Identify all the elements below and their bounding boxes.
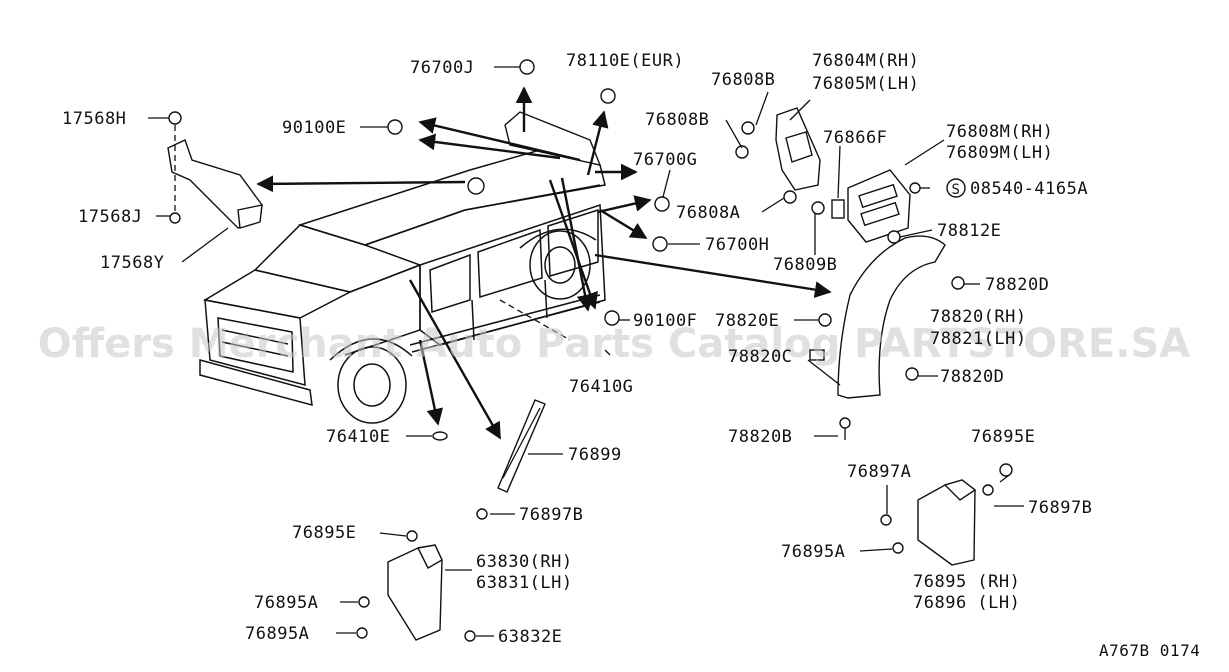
label-78821-LH: 78821(LH)	[930, 329, 1027, 349]
label-76897A: 76897A	[847, 462, 911, 482]
label-76809M: 76809M(LH)	[946, 143, 1053, 163]
label-63832E: 63832E	[498, 627, 562, 647]
part-labels: 76700J 78110E(EUR) 76804M(RH) 76805M(LH)…	[62, 51, 1200, 660]
label-76895A-a: 76895A	[254, 593, 318, 613]
label-76808A: 76808A	[676, 203, 740, 223]
label-63830-RH: 63830(RH)	[476, 552, 573, 572]
label-76410G: 76410G	[569, 377, 633, 397]
leader-lines	[148, 66, 1024, 637]
label-76700H: 76700H	[705, 235, 769, 255]
s-symbol-circle	[946, 178, 966, 198]
label-78820C: 78820C	[728, 347, 792, 367]
label-76895A-c: 76895A	[781, 542, 845, 562]
label-78820B: 78820B	[728, 427, 792, 447]
label-76808B-b: 76808B	[645, 110, 709, 130]
label-76895-RH: 76895 (RH)	[913, 572, 1020, 592]
label-76700G: 76700G	[633, 150, 697, 170]
label-76895A-b: 76895A	[245, 624, 309, 644]
diagram-code: A767B 0174	[1099, 641, 1200, 660]
label-76897B-b: 76897B	[1028, 498, 1092, 518]
strip-76899	[497, 399, 546, 493]
label-90100F: 90100F	[633, 311, 697, 331]
fender-flare-78820	[837, 235, 946, 399]
label-76808B-a: 76808B	[711, 70, 775, 90]
label-76805M: 76805M(LH)	[812, 74, 919, 94]
label-76897B-a: 76897B	[519, 505, 583, 525]
leader-arrows	[256, 86, 832, 440]
label-76809B: 76809B	[773, 255, 837, 275]
label-78820-RH: 78820(RH)	[930, 307, 1027, 327]
label-76700J: 76700J	[410, 58, 474, 78]
label-17568J: 17568J	[78, 207, 142, 227]
label-90100E: 90100E	[282, 118, 346, 138]
vehicle-body	[199, 111, 606, 424]
label-08540-4165A: 08540-4165A	[970, 179, 1088, 199]
grille-76808M	[847, 169, 911, 243]
label-76899: 76899	[568, 445, 622, 465]
label-63831-LH: 63831(LH)	[476, 573, 573, 593]
parts	[167, 59, 1013, 642]
label-76896-LH: 76896 (LH)	[913, 593, 1020, 613]
label-76895E-a: 76895E	[292, 523, 356, 543]
label-78820D-a: 78820D	[985, 275, 1049, 295]
label-76866F: 76866F	[823, 128, 887, 148]
label-76808M: 76808M(RH)	[946, 122, 1053, 142]
label-78820E: 78820E	[715, 311, 779, 331]
label-17568Y: 17568Y	[100, 253, 164, 273]
label-76804M: 76804M(RH)	[812, 51, 919, 71]
label-78110E: 78110E(EUR)	[566, 51, 684, 71]
watermark: Offers Merchant Auto Parts Catalog PARTS…	[38, 321, 1190, 367]
label-76410E: 76410E	[326, 427, 390, 447]
label-s-symbol: S	[952, 182, 961, 198]
label-17568H: 17568H	[62, 109, 126, 129]
label-76895E-b: 76895E	[971, 427, 1035, 447]
label-78820D-b: 78820D	[940, 367, 1004, 387]
label-78812E: 78812E	[937, 221, 1001, 241]
